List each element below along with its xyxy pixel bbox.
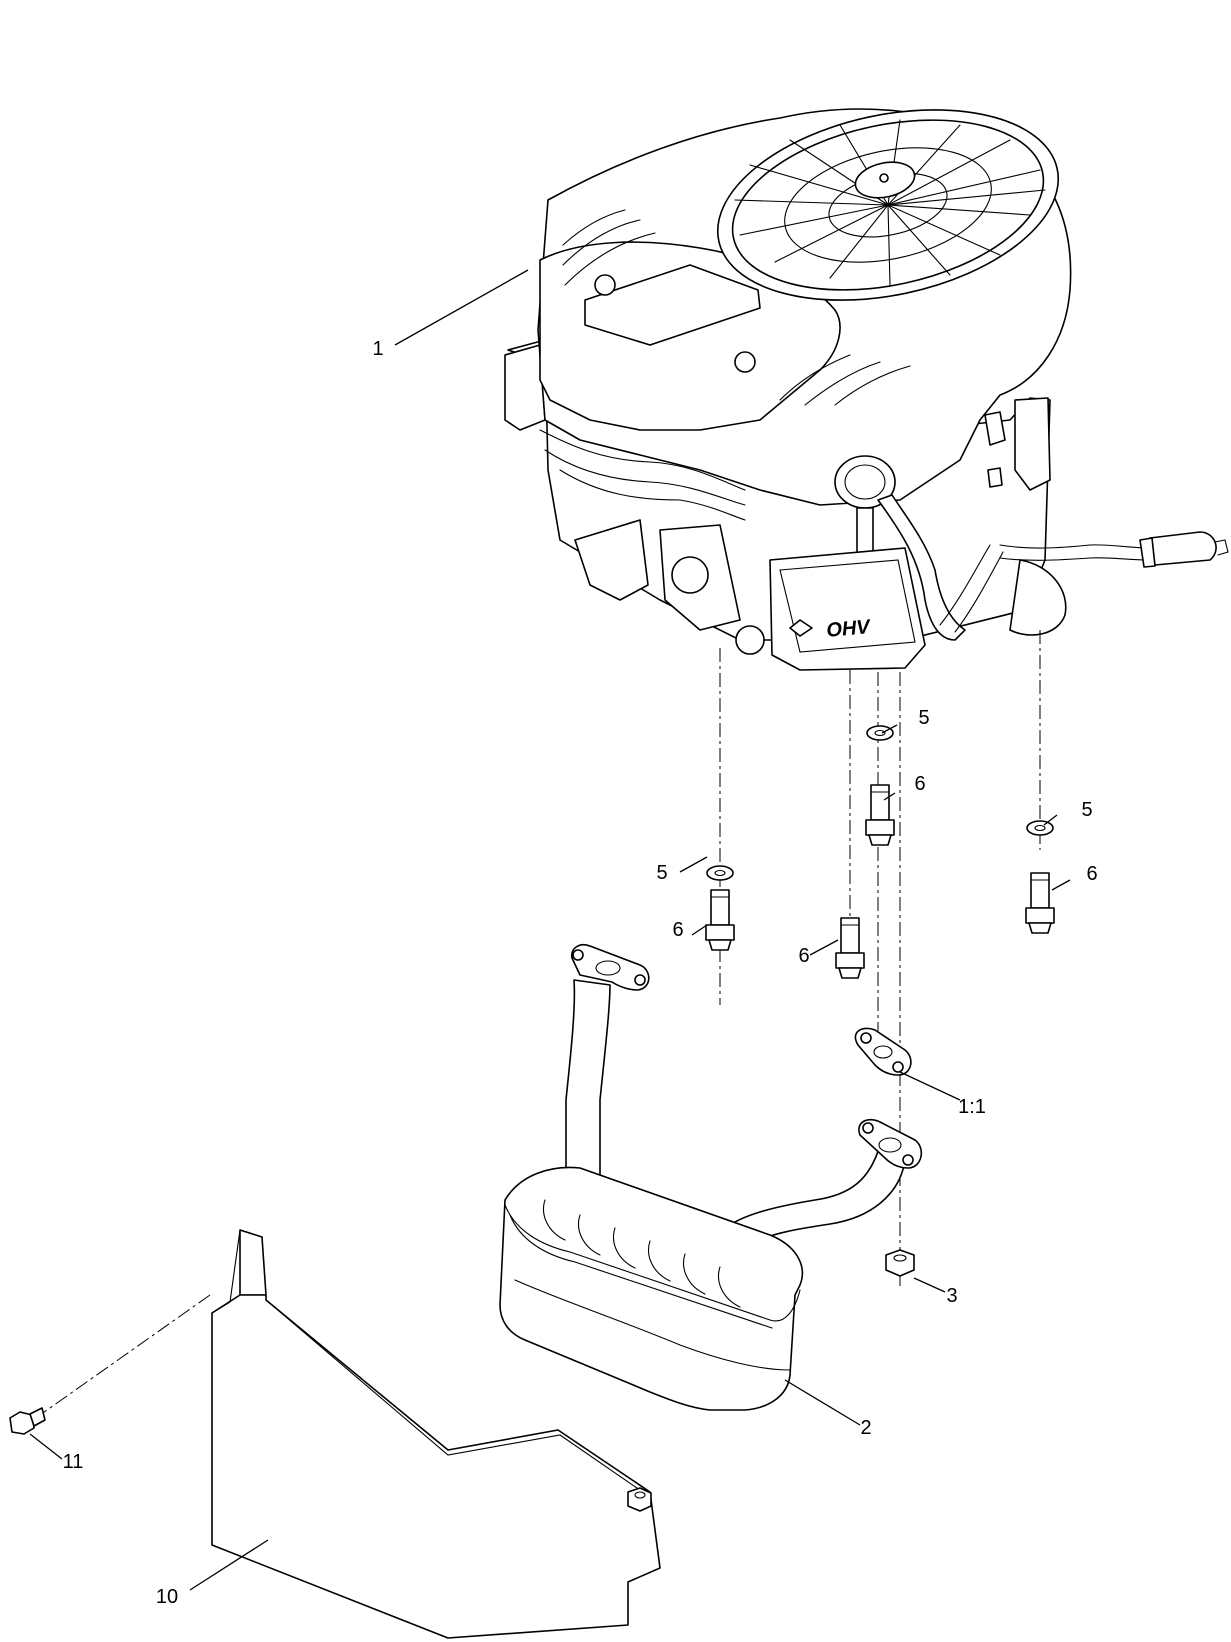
callout-labels: 1 5 6 5 6 5 6 6 1:1 3 2 11 10	[63, 338, 1098, 1608]
callout-muffler: 2	[860, 1417, 871, 1439]
callout-bolt-c: 6	[1086, 863, 1097, 885]
callout-washer-c: 5	[1081, 799, 1092, 821]
callout-washer-a: 5	[918, 707, 929, 729]
callout-shield-bolt: 11	[63, 1451, 84, 1473]
bolt-6a	[865, 784, 895, 846]
washer-5c	[1026, 820, 1054, 836]
bolt-6c	[1025, 872, 1055, 934]
washer-5b	[706, 865, 734, 881]
alignment-lines	[39, 630, 1041, 1416]
bolt-6b	[705, 889, 735, 951]
heat-shield-bolt-icon	[627, 1487, 652, 1512]
callout-washer-b: 5	[656, 862, 667, 884]
nut	[885, 1249, 915, 1277]
callout-bolt-a: 6	[914, 773, 925, 795]
engine-assembly: OHV	[504, 108, 1229, 671]
muffler	[499, 943, 923, 1411]
shield-bolt	[9, 1407, 46, 1435]
callout-engine: 1	[372, 338, 383, 360]
callout-gasket: 1:1	[958, 1096, 986, 1118]
heat-shield	[211, 1229, 661, 1639]
callout-bolt-d: 6	[798, 945, 809, 967]
leader-lines	[29, 269, 1071, 1591]
bolt-6d	[835, 917, 865, 979]
callout-heat-shield: 10	[156, 1586, 178, 1608]
washer-5a	[866, 725, 894, 741]
callout-bolt-b: 6	[672, 919, 683, 941]
engine-badge-text: OHV	[826, 616, 873, 642]
callout-nut: 3	[946, 1285, 957, 1307]
gasket	[854, 1027, 912, 1076]
